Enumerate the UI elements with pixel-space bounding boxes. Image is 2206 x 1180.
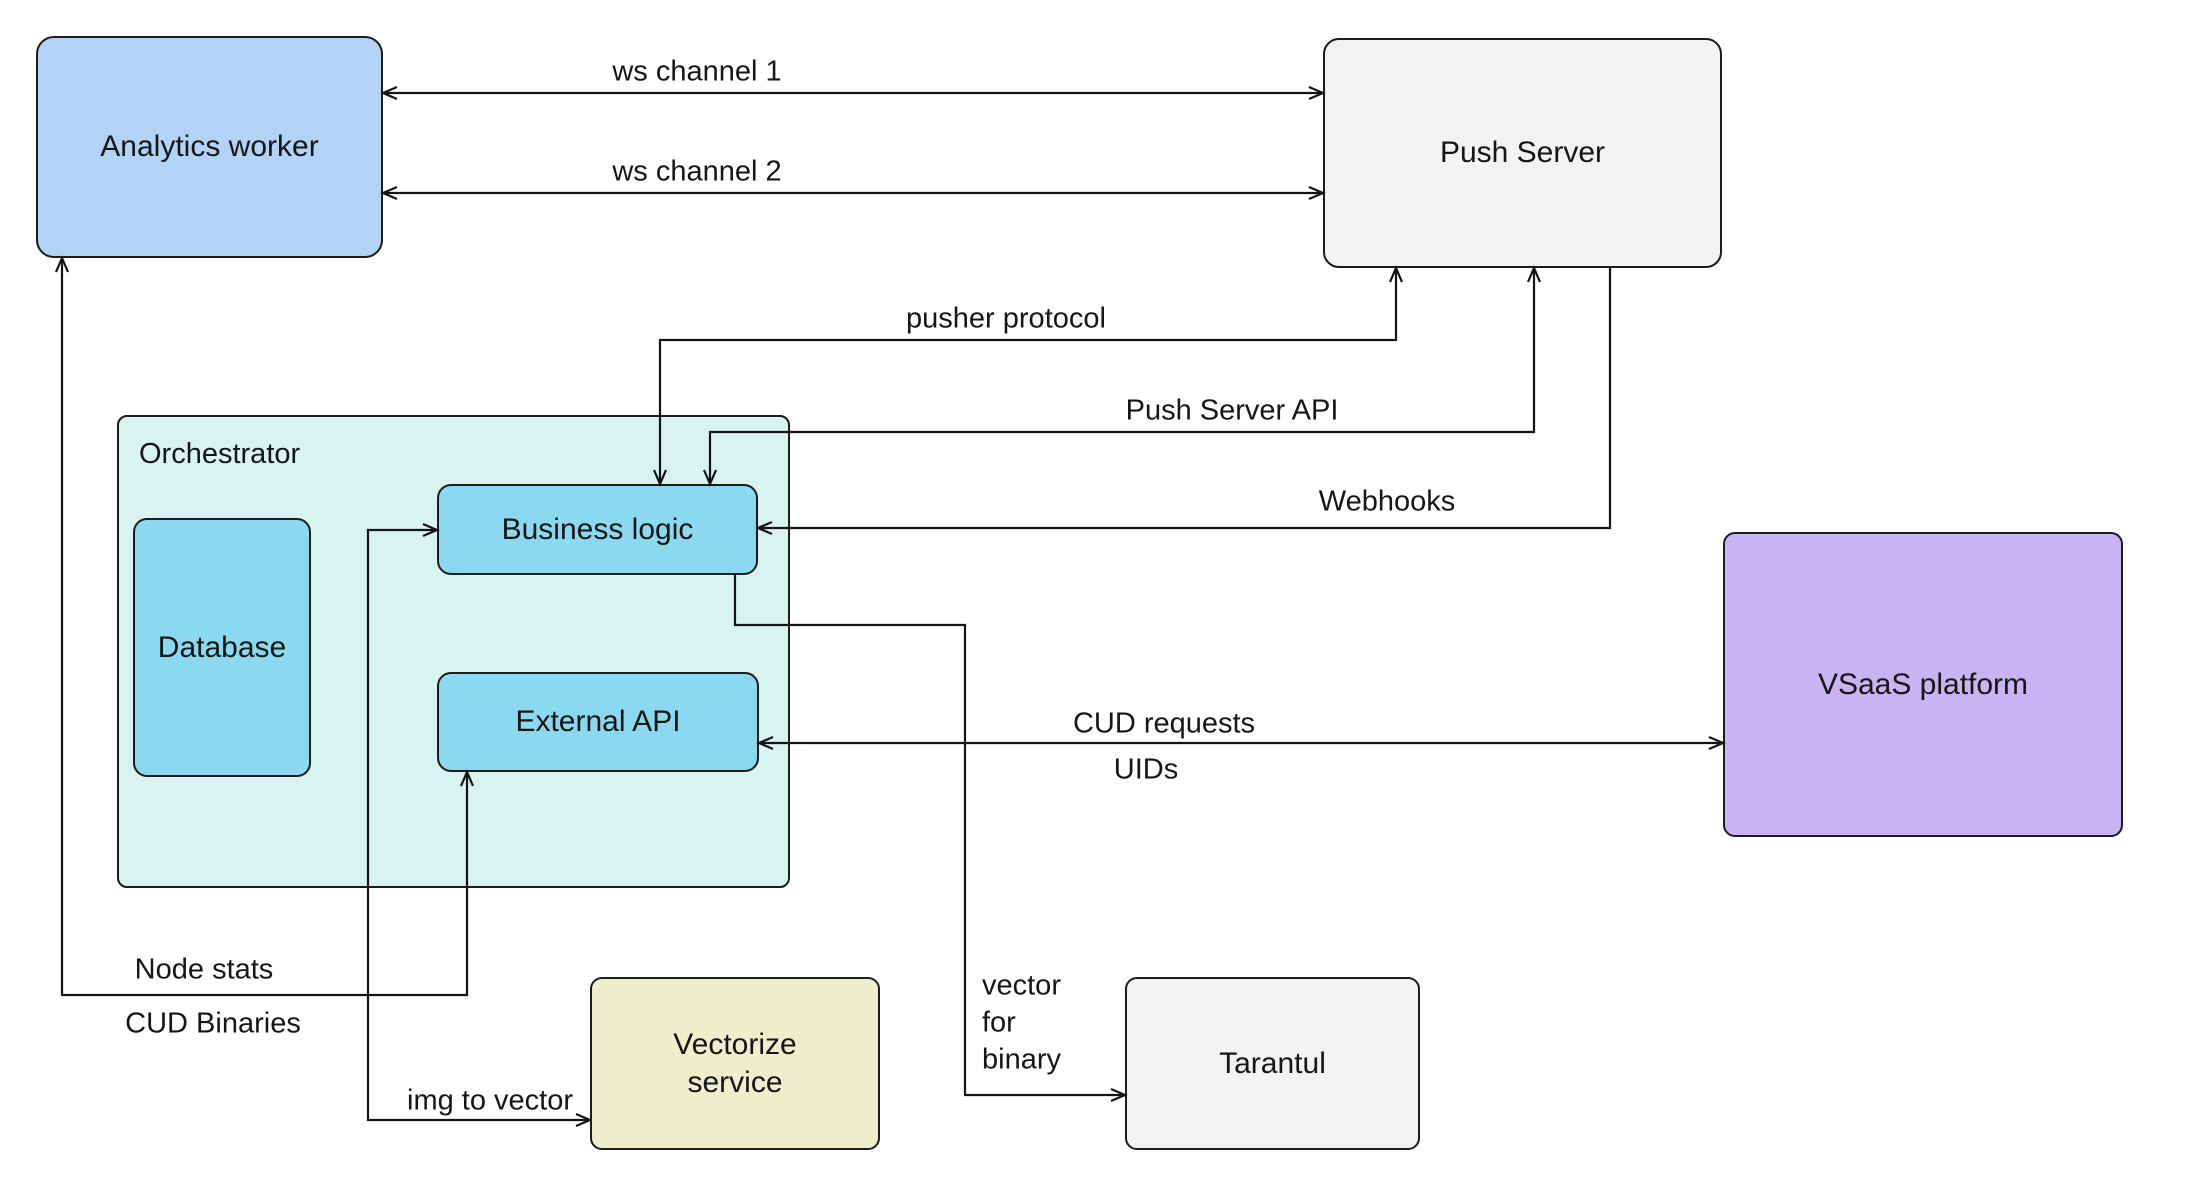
node-external-api: External API [437, 672, 759, 772]
node-database: Database [133, 518, 311, 777]
orchestrator-label: Orchestrator [139, 438, 301, 470]
node-push-server: Push Server [1323, 38, 1722, 268]
push-server-label: Push Server [1439, 136, 1606, 169]
node-business-logic: Business logic [437, 484, 758, 575]
node-vsaas-platform: VSaaS platform [1723, 532, 2123, 837]
node-tarantul: Tarantul [1125, 977, 1420, 1150]
vsaas-platform-label: VSaaS platform [1817, 667, 2029, 701]
node-vectorize-service: Vectorize service [590, 977, 880, 1150]
business-logic-label: Business logic [501, 512, 694, 546]
analytics-worker-label: Analytics worker [100, 130, 319, 163]
node-analytics-worker: Analytics worker [36, 36, 383, 258]
tarantul-label: Tarantul [1219, 1046, 1326, 1080]
vectorize-service-label: Vectorize service [673, 1027, 797, 1099]
database-label: Database [157, 630, 287, 664]
external-api-label: External API [515, 705, 681, 738]
